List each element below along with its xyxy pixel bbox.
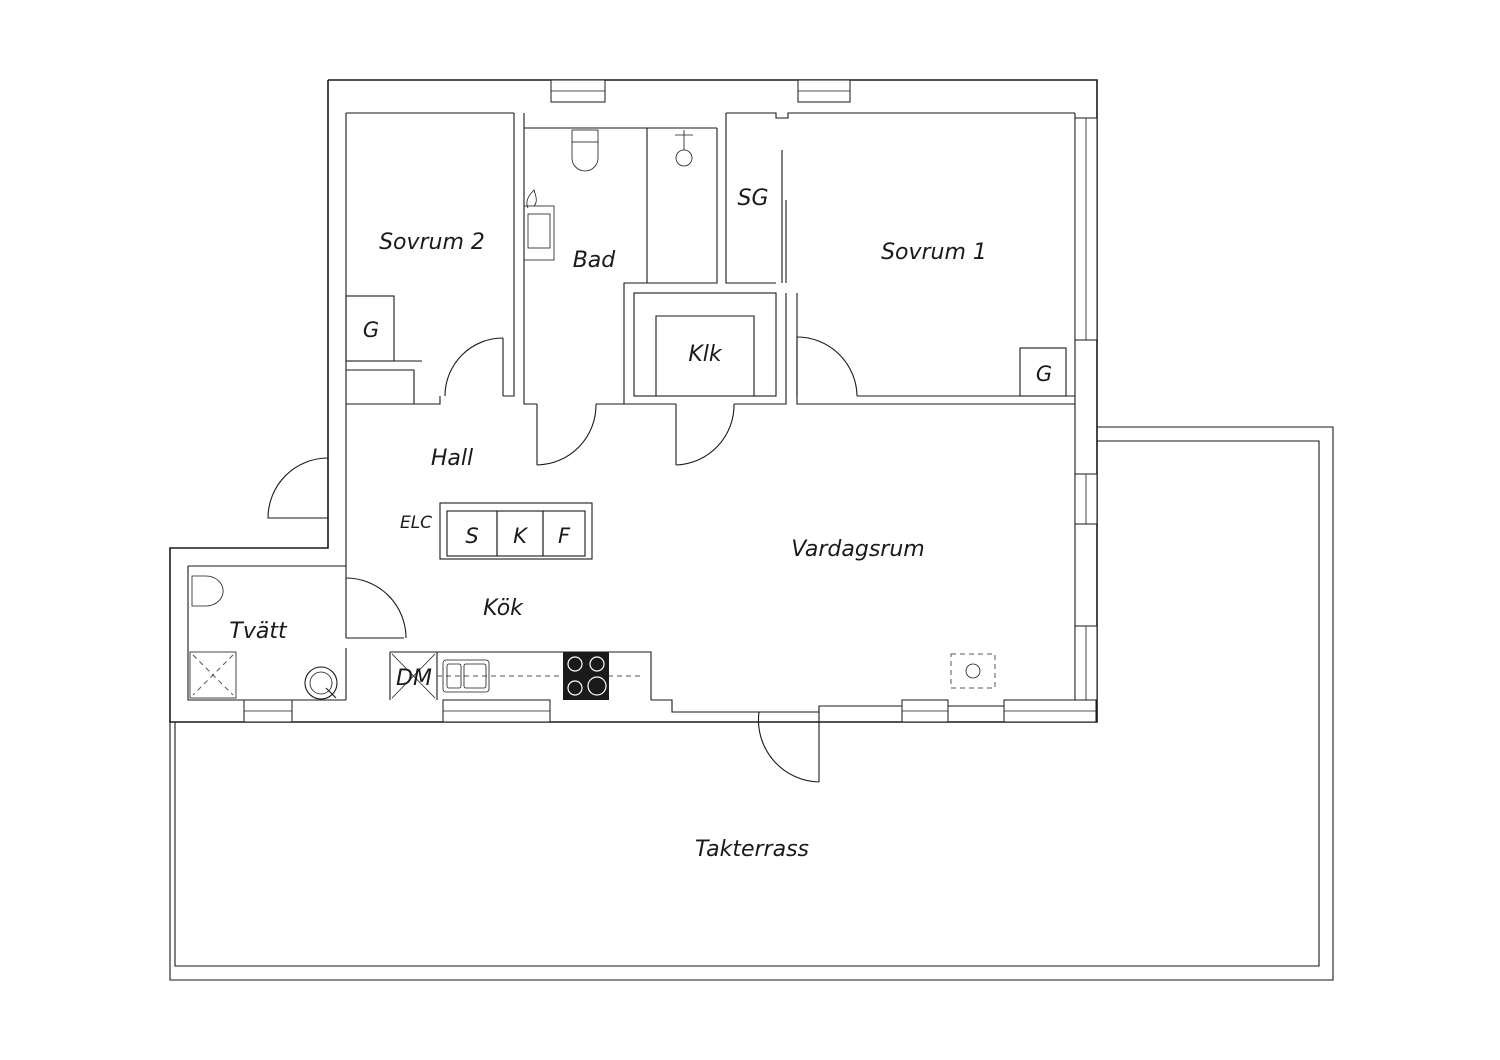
label-fridge-cabinet: K <box>513 524 529 548</box>
label-elc: ELC <box>400 513 432 533</box>
label-tvatt: Tvätt <box>229 619 288 644</box>
utility-sink-icon <box>304 666 338 700</box>
laundry-toilet-icon <box>191 575 224 607</box>
label-kok: Kök <box>483 596 524 621</box>
label-vardagsrum: Vardagsrum <box>791 537 924 562</box>
label-sovrum-1: Sovrum 1 <box>881 240 987 265</box>
doors <box>267 336 858 783</box>
label-dm: DM <box>396 666 432 691</box>
label-klk: Klk <box>688 342 723 367</box>
kitchen-island <box>439 502 593 560</box>
label-hall: Hall <box>431 446 473 471</box>
stove-icon <box>563 652 609 700</box>
sink-icon <box>442 659 490 693</box>
kitchen-counter <box>389 651 652 700</box>
windows <box>243 79 1098 723</box>
label-bad: Bad <box>573 248 617 273</box>
label-takterrass: Takterrass <box>695 837 809 862</box>
label-wardrobe-sovrum-2: G <box>363 318 379 342</box>
shower-icon <box>675 130 693 167</box>
label-sovrum-2: Sovrum 2 <box>379 230 485 255</box>
label-wardrobe-sovrum-1: G <box>1036 362 1052 386</box>
exterior-walls <box>169 79 1098 723</box>
toilet-icon <box>571 129 599 172</box>
terrace-outline <box>169 426 1334 981</box>
fireplace-icon <box>950 653 996 689</box>
label-freezer-cabinet: F <box>558 524 571 548</box>
washing-machine-icon <box>189 651 237 699</box>
dishwasher-icon <box>391 653 436 699</box>
washbasin-icon <box>523 189 555 261</box>
label-stove-cabinet: S <box>465 524 478 548</box>
label-sg: SG <box>737 186 768 211</box>
